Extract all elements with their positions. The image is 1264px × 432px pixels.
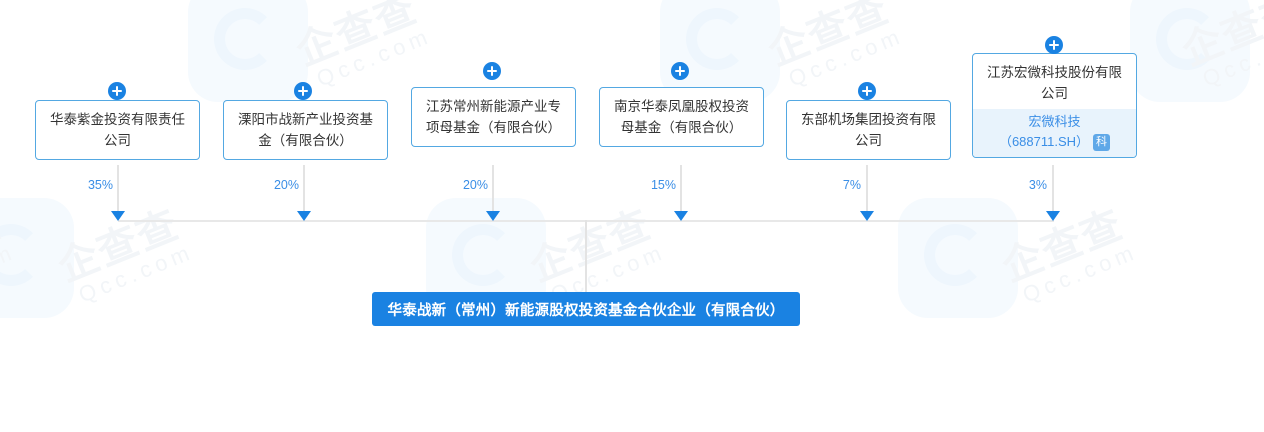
arrow-head-3: [486, 211, 500, 221]
watermark-site: Qcc.com: [1199, 22, 1264, 92]
expand-plus-icon[interactable]: [108, 82, 126, 100]
shareholder-name: 江苏常州新能源产业专项母基金（有限合伙）: [426, 99, 561, 135]
shareholder-name: 溧阳市战新产业投资基金（有限合伙）: [238, 112, 373, 148]
ownership-percent-4: 15%: [650, 178, 676, 192]
watermark-brand: 企查查: [52, 202, 186, 291]
watermark-text: 企查查 Qcc.com: [992, 191, 1142, 312]
root-entity-box[interactable]: 华泰战新（常州）新能源股权投资基金合伙企业（有限合伙）: [372, 292, 800, 326]
shareholder-node-2[interactable]: 溧阳市战新产业投资基金（有限合伙）: [223, 100, 388, 160]
watermark-site: Qcc.com: [75, 238, 198, 308]
expand-plus-icon[interactable]: [671, 62, 689, 80]
connector-line-4: [680, 165, 682, 215]
watermark-logo: [898, 198, 1018, 318]
watermark-brand: 企查查: [1176, 0, 1264, 75]
arrow-head-5: [860, 211, 874, 221]
watermark-logo: [1130, 0, 1250, 102]
shareholder-name: 华泰紫金投资有限责任公司: [50, 112, 185, 148]
connector-root-line: [585, 220, 587, 292]
shareholder-name: 南京华泰凤凰股权投资母基金（有限合伙）: [614, 99, 749, 135]
connector-line-5: [866, 165, 868, 215]
connector-bus: [118, 220, 1054, 222]
ownership-percent-2: 20%: [273, 178, 299, 192]
watermark-text: 企查查 Qcc.com: [286, 0, 436, 95]
arrow-head-6: [1046, 211, 1060, 221]
watermark-logo: [0, 198, 74, 318]
watermark-brand: 企查查: [524, 202, 658, 291]
connector-line-6: [1052, 165, 1054, 215]
expand-plus-icon[interactable]: [294, 82, 312, 100]
ownership-percent-5: 7%: [842, 178, 861, 192]
watermark-brand: 企查查: [762, 0, 896, 75]
star-market-tag-icon: 科: [1093, 133, 1111, 151]
connector-line-3: [492, 165, 494, 215]
shareholder-node-1[interactable]: 华泰紫金投资有限责任公司: [35, 100, 200, 160]
expand-plus-icon[interactable]: [858, 82, 876, 100]
shareholder-node-4[interactable]: 南京华泰凤凰股权投资母基金（有限合伙）: [599, 87, 764, 147]
watermark-text: 企查查 Qcc.com: [48, 191, 198, 312]
arrow-head-1: [111, 211, 125, 221]
shareholder-node-3[interactable]: 江苏常州新能源产业专项母基金（有限合伙）: [411, 87, 576, 147]
stock-code: （688711.SH）: [998, 134, 1090, 149]
watermark-text: 企查查 Qcc.com: [1172, 0, 1264, 95]
watermark-text: 企查查 Qcc.com: [758, 0, 908, 95]
shareholder-node-6[interactable]: 江苏宏微科技股份有限公司 宏微科技 （688711.SH） 科: [972, 53, 1137, 158]
ownership-percent-6: 3%: [1028, 178, 1047, 192]
expand-plus-icon[interactable]: [483, 62, 501, 80]
stock-short-name: 宏微科技: [1028, 114, 1081, 129]
watermark-site: Qcc.com: [0, 238, 20, 308]
stock-listing-bar[interactable]: 宏微科技 （688711.SH） 科: [973, 109, 1136, 157]
arrow-head-2: [297, 211, 311, 221]
watermark-brand: 企查查: [996, 202, 1130, 291]
watermark-brand: 企查查: [0, 202, 8, 291]
shareholder-name: 江苏宏微科技股份有限公司: [987, 65, 1122, 101]
ownership-percent-1: 35%: [87, 178, 113, 192]
watermark-site: Qcc.com: [785, 22, 908, 92]
watermark-site: Qcc.com: [1019, 238, 1142, 308]
watermark-site: Qcc.com: [313, 22, 436, 92]
watermark-text: 企查查 Qcc.com: [0, 191, 20, 312]
arrow-head-4: [674, 211, 688, 221]
shareholder-name: 东部机场集团投资有限公司: [801, 112, 936, 148]
expand-plus-icon[interactable]: [1045, 36, 1063, 54]
connector-line-2: [303, 165, 305, 215]
ownership-percent-3: 20%: [462, 178, 488, 192]
watermark-brand: 企查查: [290, 0, 424, 75]
connector-line-1: [117, 165, 119, 215]
shareholder-node-5[interactable]: 东部机场集团投资有限公司: [786, 100, 951, 160]
watermark-logo: [188, 0, 308, 102]
stock-code-row: （688711.SH） 科: [981, 132, 1128, 152]
